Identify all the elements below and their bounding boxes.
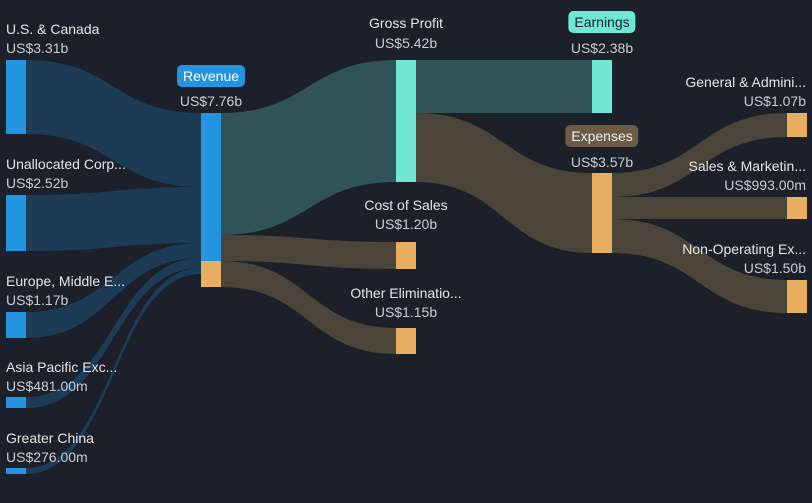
flow-china-to-revenue bbox=[26, 268, 201, 474]
flow-revenue-to-other bbox=[221, 261, 396, 354]
node-sm-value: US$993.00m bbox=[724, 177, 806, 193]
flow-expenses-to-ga bbox=[612, 113, 787, 197]
node-expenses-bar bbox=[592, 173, 612, 253]
node-apac-label: Asia Pacific Exc... bbox=[6, 359, 118, 375]
node-ga-value: US$1.07b bbox=[743, 93, 806, 109]
node-emea-bar bbox=[6, 312, 26, 338]
node-nonop-label: Non-Operating Ex... bbox=[682, 241, 806, 257]
flow-revenue-to-gp bbox=[221, 60, 396, 235]
node-gp-value: US$5.42b bbox=[374, 35, 438, 51]
flow-emea-to-revenue bbox=[26, 243, 201, 338]
node-china-label: Greater China bbox=[6, 430, 94, 446]
node-us-label: U.S. & Canada bbox=[6, 21, 100, 37]
flow-expenses-to-nonop bbox=[612, 219, 787, 313]
node-earnings-label: Earnings bbox=[568, 11, 636, 33]
node-nonop-bar bbox=[787, 280, 807, 313]
node-other-value: US$1.15b bbox=[374, 304, 438, 320]
node-china-bar bbox=[6, 468, 26, 474]
node-earnings-bar bbox=[592, 60, 612, 113]
node-expenses-value: US$3.57b bbox=[570, 154, 634, 170]
flow-gp-to-earnings bbox=[416, 60, 592, 113]
node-expenses-label: Expenses bbox=[565, 125, 639, 147]
node-china-value: US$276.00m bbox=[6, 449, 88, 465]
flow-expenses-to-sm bbox=[612, 197, 787, 219]
node-emea-label: Europe, Middle E... bbox=[6, 273, 126, 289]
node-unalloc-bar bbox=[6, 195, 26, 251]
node-cos-value: US$1.20b bbox=[374, 216, 438, 232]
node-us-value: US$3.31b bbox=[6, 40, 69, 56]
node-revenue-cost-bar bbox=[201, 261, 221, 287]
node-ga-label: General & Admini... bbox=[685, 74, 806, 90]
flow-unalloc-to-revenue bbox=[26, 187, 201, 251]
node-sm-label: Sales & Marketin... bbox=[688, 158, 807, 174]
node-unalloc-value: US$2.52b bbox=[6, 175, 69, 191]
node-unalloc-label: Unallocated Corp... bbox=[6, 156, 126, 172]
node-gp-label: Gross Profit bbox=[369, 15, 443, 31]
node-apac-bar bbox=[6, 397, 26, 408]
node-us-bar bbox=[6, 60, 26, 134]
node-emea-value: US$1.17b bbox=[6, 292, 69, 308]
node-revenue-value: US$7.76b bbox=[179, 93, 243, 109]
node-apac-value: US$481.00m bbox=[6, 378, 88, 394]
node-ga-bar bbox=[787, 113, 807, 137]
node-nonop-value: US$1.50b bbox=[743, 260, 806, 276]
node-revenue-label: Revenue bbox=[176, 65, 246, 87]
flow-gp-to-expenses bbox=[416, 113, 592, 253]
node-other-bar bbox=[396, 328, 416, 354]
node-earnings-value: US$2.38b bbox=[570, 40, 634, 56]
flow-us-to-revenue bbox=[26, 60, 201, 187]
node-cos-label: Cost of Sales bbox=[364, 197, 448, 213]
node-other-label: Other Eliminatio... bbox=[350, 285, 462, 301]
flow-revenue-to-cos bbox=[221, 235, 396, 269]
node-gp-bar bbox=[396, 60, 416, 182]
node-cos-bar bbox=[396, 242, 416, 269]
flow-apac-to-revenue bbox=[26, 258, 201, 408]
node-sm-bar bbox=[787, 197, 807, 219]
node-revenue-bar bbox=[201, 113, 221, 261]
